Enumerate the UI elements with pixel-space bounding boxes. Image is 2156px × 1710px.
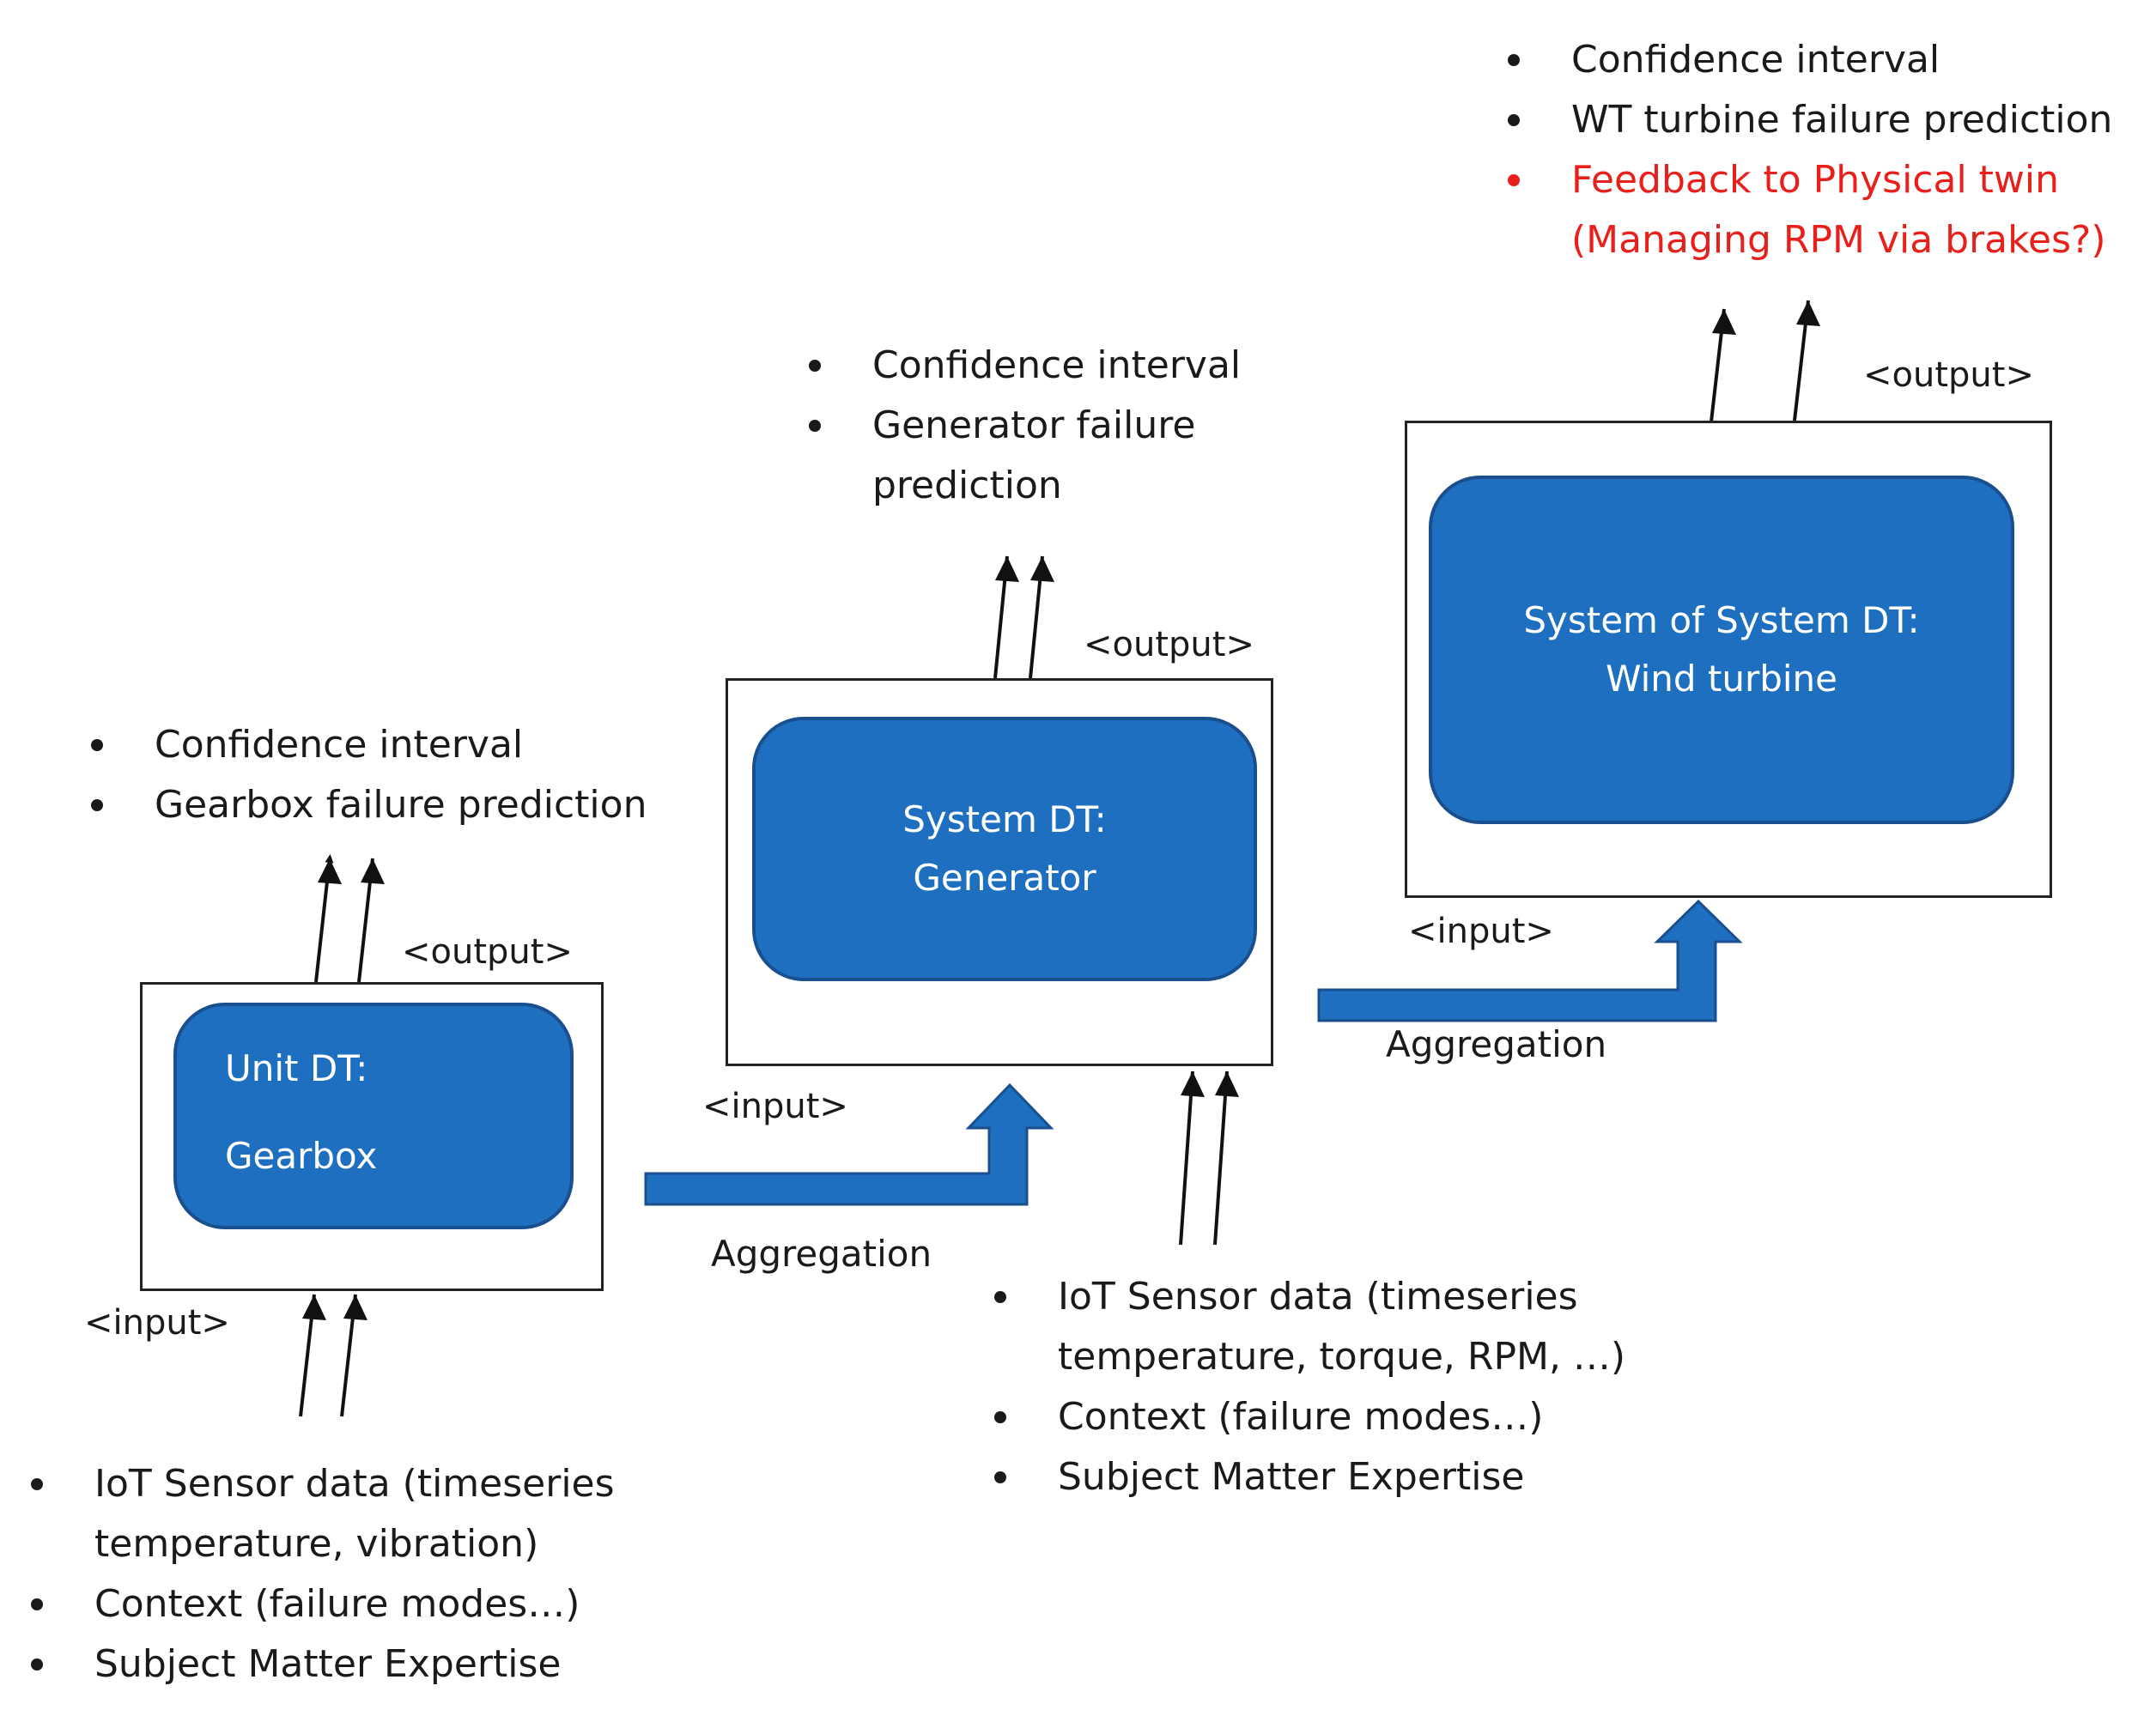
system-inputs-list: IoT Sensor data (timeseries temperature,… [981,1267,1667,1507]
unit-dt-subtitle: Gearbox [225,1135,378,1177]
system-dt-block[interactable]: System DT: Generator [752,717,1257,981]
arrowhead [361,858,385,884]
unit-outputs-list: Confidence interval Gearbox failure pred… [77,715,647,835]
system-output-item: Confidence interval [795,336,1327,396]
system-dt-title: System DT: [902,798,1107,840]
unit-output-item: Gearbox failure prediction [77,775,647,835]
arrowhead [1796,300,1820,326]
sos-dt-title: System of System DT: [1523,599,1920,641]
arrowheads [302,300,1820,1320]
unit-output-tag: <output> [402,932,573,972]
arrowhead [1215,1071,1239,1097]
arrowhead [1712,309,1736,335]
aggregation-label-1: Aggregation [711,1233,932,1275]
sos-dt-block[interactable]: System of System DT: Wind turbine [1429,476,2014,824]
unit-input-tag: <input> [84,1303,230,1343]
system-dt-subtitle: Generator [913,857,1096,899]
unit-input-item: IoT Sensor data (timeseries temperature,… [17,1454,635,1574]
sos-output-tag: <output> [1863,355,2034,395]
system-input-arrow-1 [1179,1070,1194,1246]
arrowhead [343,1295,367,1320]
system-input-item: IoT Sensor data (timeseries temperature,… [981,1267,1642,1387]
unit-input-item: Context (failure modes…) [17,1574,635,1634]
unit-dt-title: Unit DT: [225,1047,368,1089]
sos-output-item: Confidence interval [1494,30,2138,90]
sos-dt-subtitle: Wind turbine [1605,658,1838,700]
unit-output-item: Confidence interval [77,715,647,775]
system-output-tag: <output> [1084,625,1254,664]
aggregation-arrow-2 [1317,899,1743,1022]
sos-output-item: WT turbine failure prediction [1494,90,2138,150]
sos-feedback-item: Feedback to Physical twin (Managing RPM … [1494,150,2138,270]
arrowhead [995,556,1019,582]
unit-inputs-list: IoT Sensor data (timeseries temperature,… [17,1454,635,1695]
system-output-item: Generator failure prediction [795,396,1276,516]
arrowhead [1030,556,1054,582]
aggregation-arrow-1 [644,1082,1054,1206]
aggregation-label-2: Aggregation [1386,1023,1607,1065]
arrowhead [1181,1071,1205,1097]
system-input-item: Subject Matter Expertise [981,1447,1667,1507]
system-outputs-list: Confidence interval Generator failure pr… [795,336,1327,516]
system-input-item: Context (failure modes…) [981,1387,1667,1447]
unit-input-item: Subject Matter Expertise [17,1634,635,1695]
arrowhead [302,1295,326,1320]
arrowhead [318,858,342,884]
sos-outputs-list: Confidence interval WT turbine failure p… [1494,30,2138,270]
unit-dt-block[interactable]: Unit DT: Gearbox [173,1003,574,1229]
system-input-arrow-2 [1213,1070,1229,1246]
sos-input-tag: <input> [1408,912,1554,951]
system-input-tag: <input> [702,1087,848,1126]
